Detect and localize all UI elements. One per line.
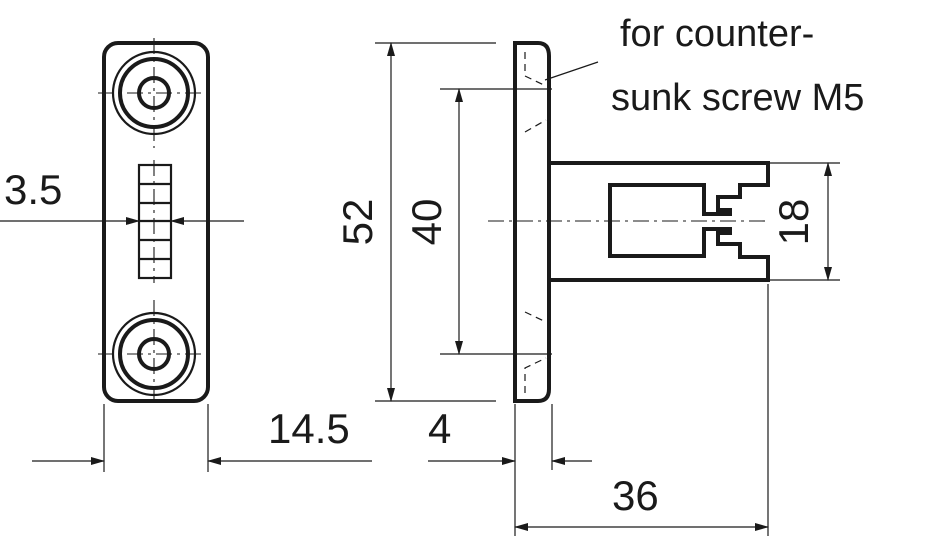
note-line-2: sunk screw M5 [611, 77, 864, 119]
dim-total-depth [514, 284, 769, 536]
dim-offset-left [32, 404, 372, 472]
bottom-countersink-circle [111, 311, 197, 397]
side-plate-outline [513, 41, 551, 403]
bottom-screw-hole [98, 300, 212, 408]
dim-tongue-height [768, 162, 840, 281]
front-view: 3.5 14.5 [0, 38, 372, 472]
label-tongue-height: 18 [770, 199, 817, 246]
note-leader-line [544, 61, 599, 81]
label-plate-thickness: 4 [428, 405, 451, 452]
dim-height-total [375, 42, 496, 402]
top-screw-hole [98, 38, 212, 148]
side-view: 52 40 18 4 36 [334, 41, 840, 536]
dim-plate-thickness [428, 404, 592, 536]
label-hole-spacing: 40 [403, 199, 450, 246]
label-thickness-front: 3.5 [4, 166, 62, 213]
label-total-depth: 36 [612, 472, 659, 519]
label-offset-left: 14.5 [268, 405, 350, 452]
front-plate-outline [102, 41, 210, 403]
label-height-total: 52 [334, 199, 381, 246]
tongue-slot [137, 160, 173, 283]
top-countersink-circle [111, 50, 197, 136]
note-line-1: for counter- [620, 13, 814, 55]
